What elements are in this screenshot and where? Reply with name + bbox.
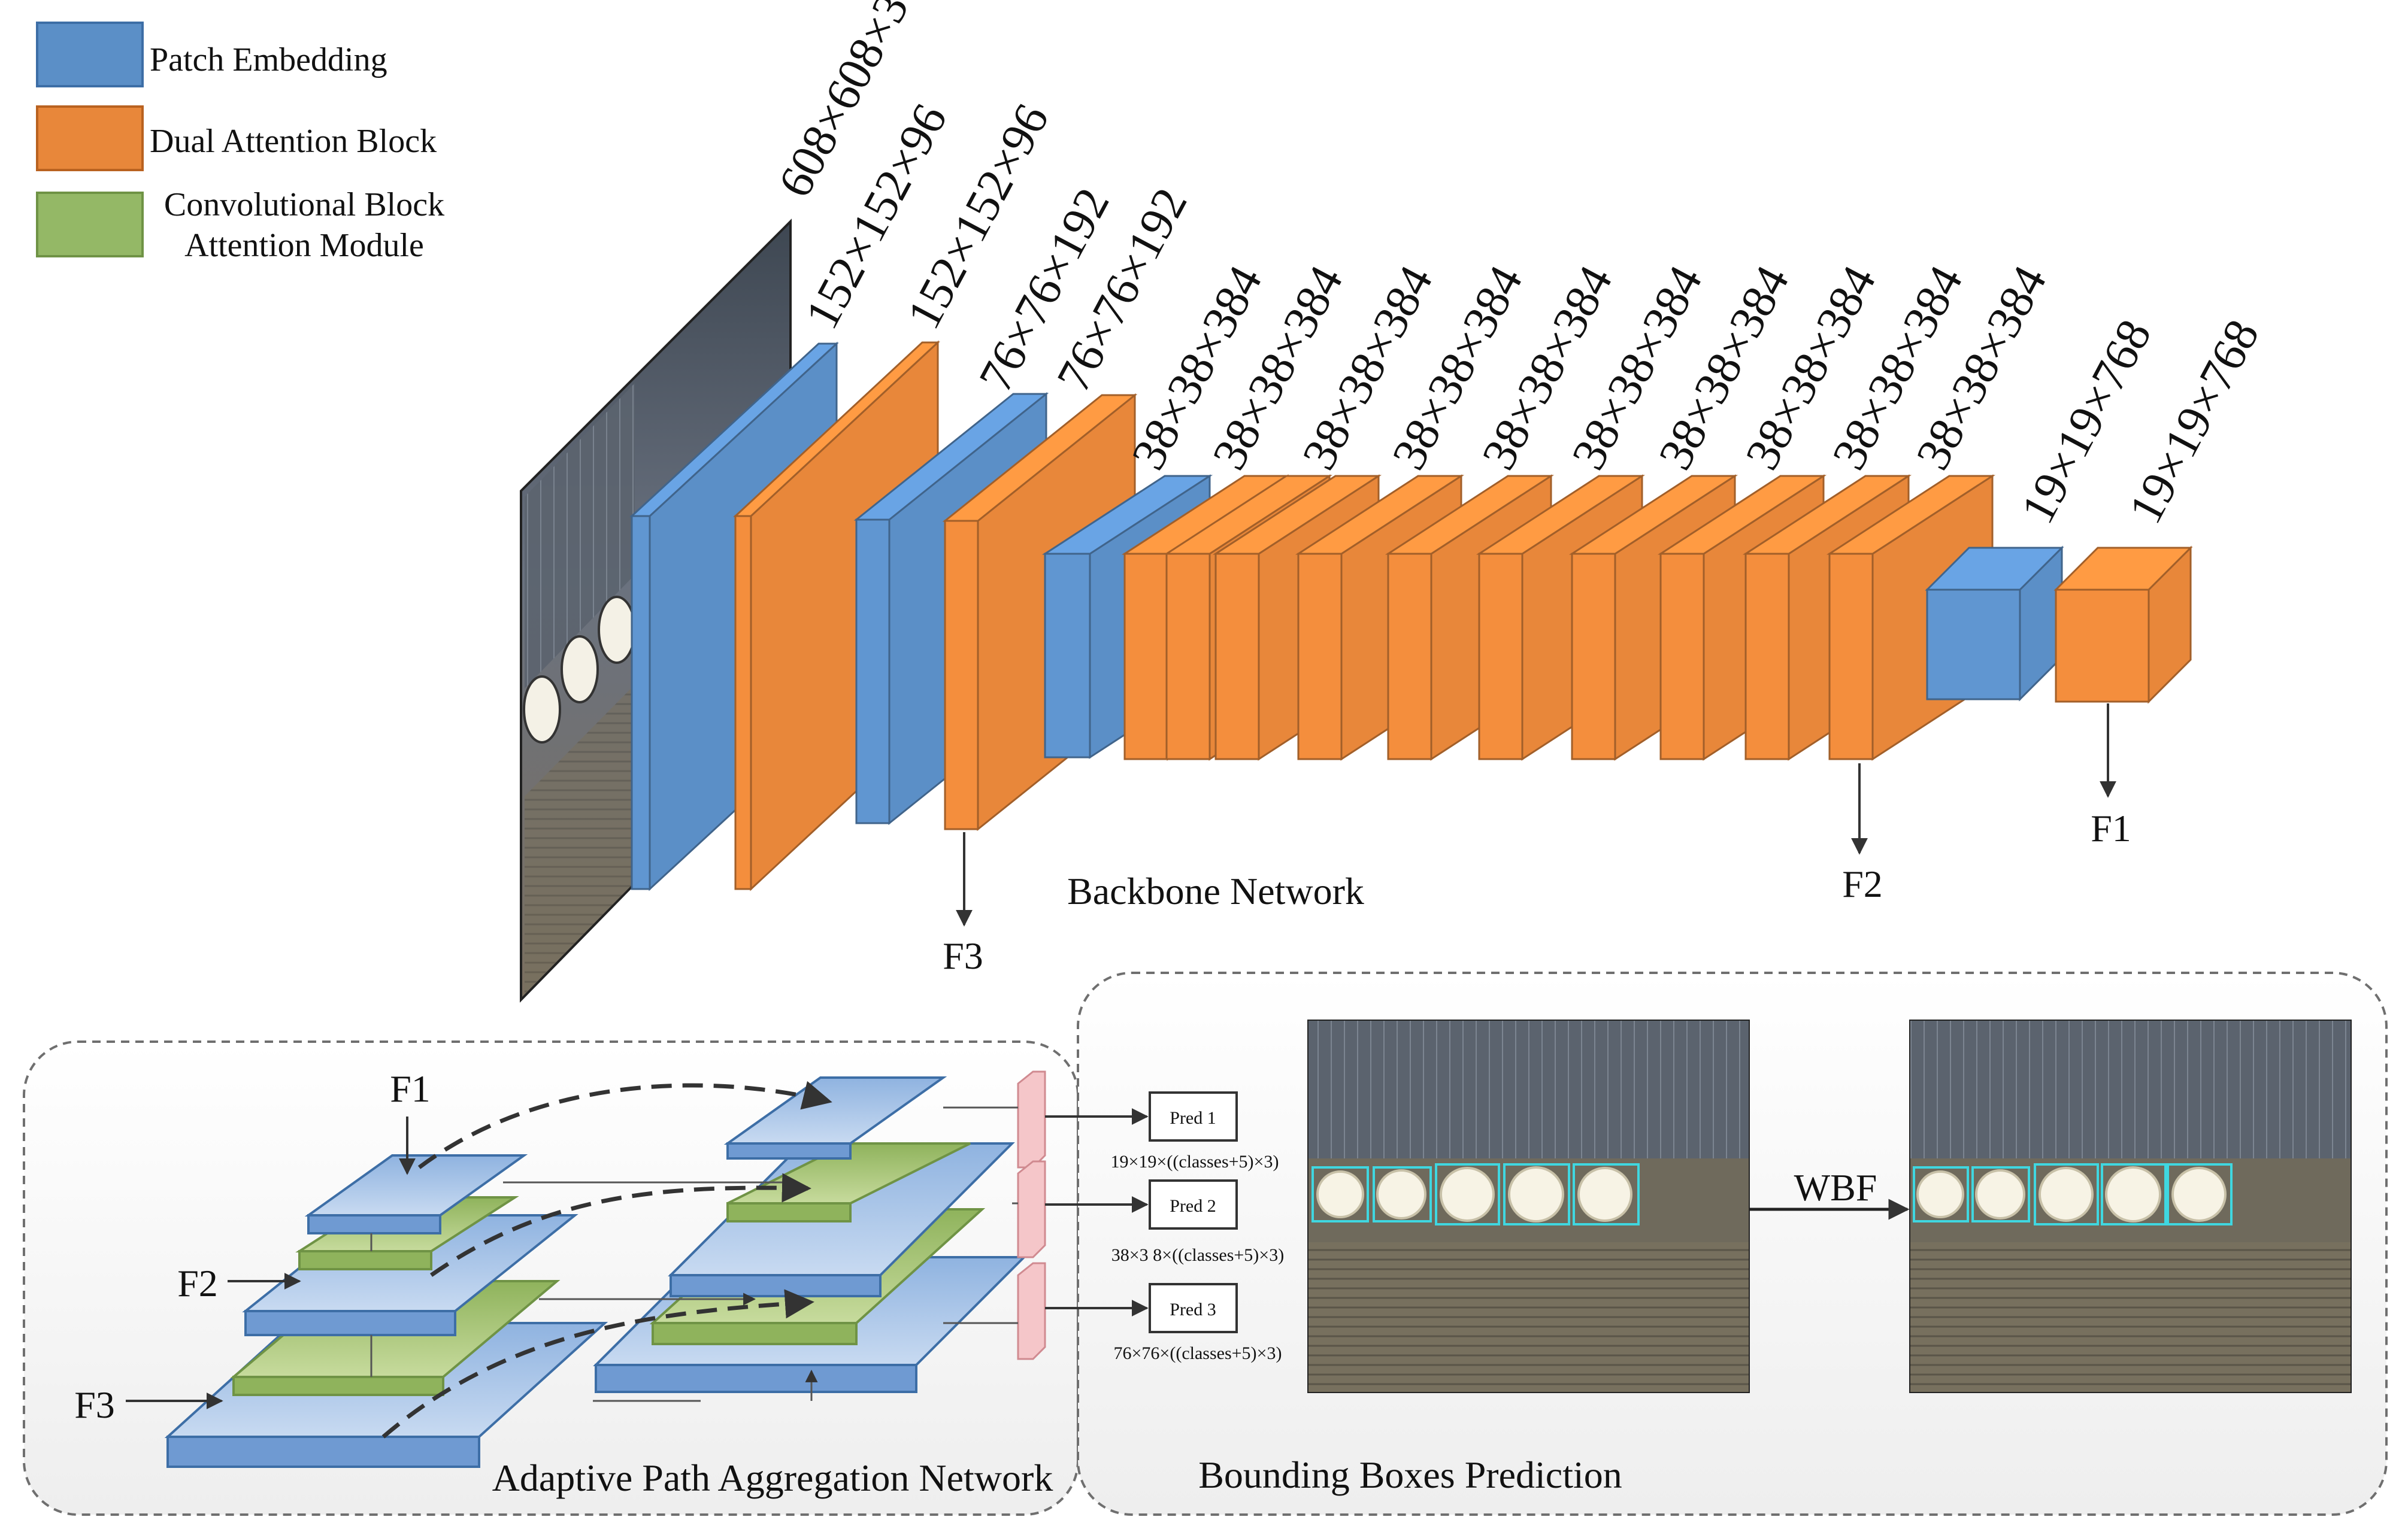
- backbone-block-1-patch-embedding-front: [631, 515, 651, 890]
- detect-block-3: [1017, 1262, 1046, 1360]
- pred-label-3: Pred 3: [1170, 1300, 1216, 1319]
- f3-output-label: F3: [943, 935, 983, 977]
- legend-swatch-dual-attention-block: [36, 105, 144, 171]
- backbone-block-7-dual-attention-front: [1165, 553, 1211, 760]
- legend-label-cbam-line2: Attention Module: [184, 227, 424, 264]
- neck-left-plate-bottom-edge: [166, 1436, 480, 1468]
- backbone-block-14-dual-attention-front: [1744, 553, 1790, 760]
- backbone-block-12-dual-attention-front: [1571, 553, 1616, 760]
- neck-skip-arrow-3: [381, 1289, 814, 1439]
- pred-box-1: [1149, 1091, 1238, 1142]
- legend-label-cbam-line1: Convolutional Block: [164, 186, 444, 223]
- neck-right-cbam-bottom-edge: [652, 1322, 858, 1345]
- pred-label-1: Pred 1: [1170, 1108, 1216, 1128]
- neck-left-cbam-bottom-edge: [232, 1376, 444, 1396]
- backbone-block-15-dual-attention-front: [1828, 553, 1874, 760]
- neck-left-cbam-top-edge: [298, 1250, 432, 1270]
- neck-panel: F1 F2 F3 Adaptive Path Aggregation Netwo…: [23, 1040, 1079, 1516]
- prediction-photo-before-wbf: [1307, 1020, 1750, 1393]
- backbone-block-2-dual-attention-front: [734, 515, 752, 890]
- backbone-block-6-dual-attention-front: [1123, 553, 1169, 760]
- legend-swatch-cbam: [36, 192, 144, 257]
- legend: Patch Embedding Dual Attention Block Con…: [36, 22, 444, 264]
- pred-box-2: [1149, 1179, 1238, 1230]
- neck-right-plate-top-edge: [726, 1142, 852, 1160]
- backbone-block-4-dual-attention-front: [944, 520, 979, 830]
- legend-swatch-patch-embedding: [36, 22, 144, 87]
- legend-label-patch-embedding: Patch Embedding: [150, 41, 387, 78]
- pred-box-3: [1149, 1283, 1238, 1333]
- neck-left-plate-top-edge: [307, 1214, 441, 1234]
- backbone-block-13-dual-attention-front: [1659, 553, 1705, 760]
- neck-input-f1-label: F1: [390, 1067, 431, 1110]
- backbone-block-3-patch-embedding-front: [855, 518, 890, 824]
- backbone-block-16-patch-embedding-front: [1926, 588, 2021, 700]
- legend-label-dual-attention-block: Dual Attention Block: [150, 123, 437, 160]
- prediction-photo-after-wbf: [1909, 1020, 2352, 1393]
- backbone-block-17-dual-attention-front: [2055, 588, 2150, 703]
- detect-block-1: [1017, 1070, 1046, 1169]
- detect-block-2: [1017, 1160, 1046, 1258]
- backbone-block-8-dual-attention-front: [1214, 553, 1260, 760]
- backbone-block-11-dual-attention-front: [1478, 553, 1523, 760]
- wbf-label: WBF: [1794, 1166, 1877, 1209]
- backbone-title: Backbone Network: [1067, 870, 1364, 912]
- neck-right-plate-middle-edge: [670, 1274, 882, 1297]
- neck-skip-arrow-1: [417, 1081, 832, 1169]
- prediction-title: Bounding Boxes Prediction: [1198, 1454, 1622, 1496]
- neck-skip-arrow-2: [429, 1173, 811, 1277]
- neck-title: Adaptive Path Aggregation Network: [492, 1457, 1053, 1499]
- backbone-block-5-patch-embedding-front: [1044, 553, 1091, 759]
- prediction-panel: Pred 1 19×19×((classes+5)×3) Pred 2 38×3…: [1045, 972, 2388, 1516]
- neck-left-plate-middle-edge: [244, 1310, 456, 1336]
- backbone-blocks: [629, 340, 2193, 891]
- f1-output-label: F1: [2091, 807, 2131, 850]
- neck-input-f2-label: F2: [177, 1262, 218, 1305]
- backbone-block-9-dual-attention-front: [1297, 553, 1343, 760]
- backbone-outputs: F3 F2 F1: [943, 703, 2131, 977]
- neck-right-cbam-top-edge: [726, 1202, 852, 1222]
- f2-output-label: F2: [1842, 863, 1883, 905]
- neck-right-plate-bottom-edge: [595, 1364, 917, 1393]
- neck-input-f3-label: F3: [74, 1384, 115, 1426]
- backbone-block-10-dual-attention-front: [1387, 553, 1432, 760]
- pred-shape-2: 38×3 8×((classes+5)×3): [1111, 1245, 1284, 1265]
- pred-shape-1: 19×19×((classes+5)×3): [1111, 1152, 1279, 1172]
- pred-label-2: Pred 2: [1170, 1196, 1216, 1216]
- pred-shape-3: 76×76×((classes+5)×3): [1114, 1343, 1282, 1363]
